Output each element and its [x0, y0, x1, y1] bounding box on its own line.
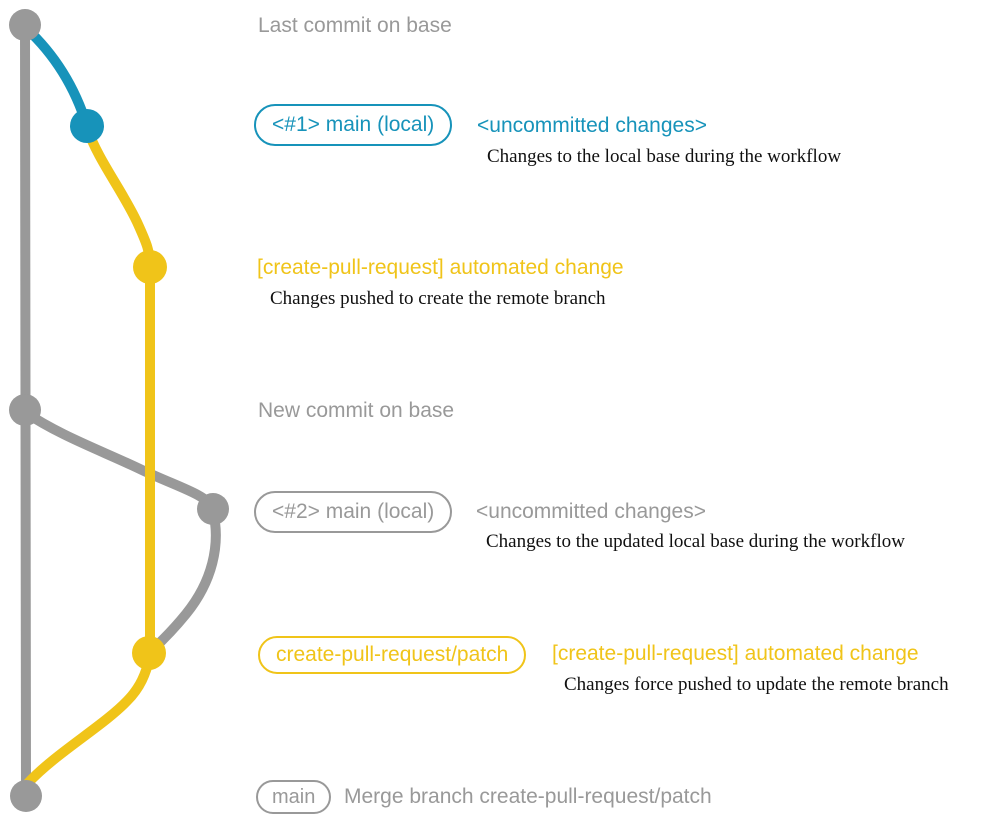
local-main-branch-curve — [21, 23, 92, 131]
commit-dot-base-last — [9, 9, 41, 41]
commit-dot-base-new — [9, 394, 41, 426]
badge-main: main — [256, 780, 332, 814]
commit-dot-local-main-2 — [197, 493, 229, 525]
rebase-curve — [145, 506, 221, 657]
commit-dot-local-main-1 — [70, 109, 104, 143]
badge-main-local-2: <#2> main (local) — [254, 491, 453, 533]
commit-dot-patch-2 — [132, 636, 166, 670]
automated-change-1-description: Changes pushed to create the remote bran… — [270, 288, 606, 309]
uncommitted-changes-1-label: <uncommitted changes> — [477, 114, 707, 137]
last-commit-label: Last commit on base — [258, 14, 452, 37]
uncommitted-changes-2-description: Changes to the updated local base during… — [486, 531, 905, 552]
automated-change-2-label: [create-pull-request] automated change — [552, 642, 919, 665]
merge-branch-label: Merge branch create-pull-request/patch — [344, 785, 712, 808]
uncommitted-changes-2-label: <uncommitted changes> — [476, 500, 706, 523]
new-commit-label: New commit on base — [258, 399, 455, 422]
uncommitted-changes-1-description: Changes to the local base during the wor… — [487, 146, 842, 167]
base-update-curve — [20, 407, 218, 513]
patch-branch-create-curve — [82, 123, 155, 272]
automated-change-1-label: [create-pull-request] automated change — [257, 256, 624, 279]
commit-dot-merge — [10, 780, 42, 812]
commit-dot-patch-1 — [133, 250, 167, 284]
merge-curve — [23, 651, 155, 788]
automated-change-2-description: Changes force pushed to update the remot… — [564, 674, 949, 695]
badge-create-pull-request-patch: create-pull-request/patch — [258, 636, 527, 674]
badge-main-local-1: <#1> main (local) — [254, 104, 453, 146]
